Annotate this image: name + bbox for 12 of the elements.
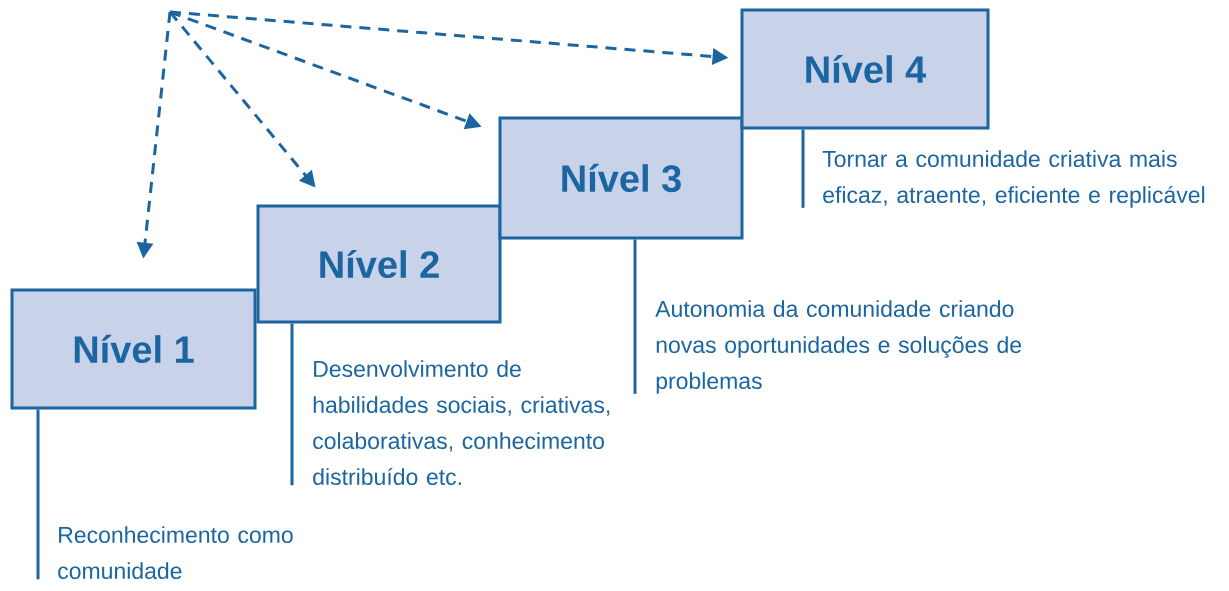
stem-line: [36, 409, 40, 580]
stem-line: [633, 239, 637, 394]
level-box: Nível 3: [498, 116, 744, 240]
description-text: Tornar a comunidade criativa mais eficaz, atraente, eficiente e replicável: [822, 150, 1205, 208]
description-text: Autonomia da comunidade criando novas oportunidades e soluções de problemas: [655, 300, 1022, 394]
description-text: Desenvolvimento de habilidades sociais, criativas, colaborativas, conhecimento distribuído etc.: [313, 360, 610, 486]
level-box: Nível 4: [740, 8, 990, 130]
stem-line: [290, 323, 294, 486]
description-text: Reconhecimento como comunidade: [58, 526, 293, 580]
level-box: Nível 1: [10, 288, 257, 410]
stem-line: [801, 129, 805, 208]
level-box: Nível 2: [256, 204, 502, 324]
